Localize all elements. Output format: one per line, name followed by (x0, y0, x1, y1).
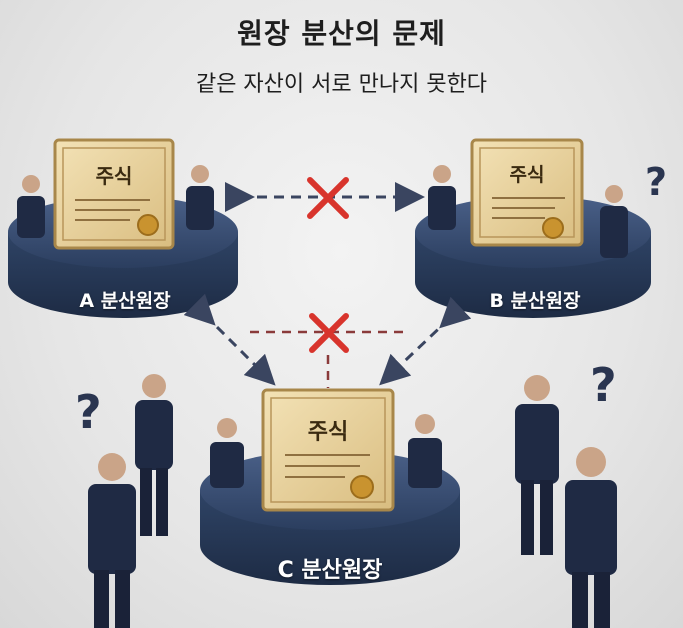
certificate-a (53, 138, 175, 250)
arrow-b-c (379, 296, 472, 386)
person-a-left (17, 175, 45, 238)
platform-b-label: B 분산원장 (489, 290, 581, 312)
page-subtitle: 같은 자산이 서로 만나지 못한다 (195, 72, 488, 97)
certificate-c-text: 주식 (307, 420, 349, 445)
person-a-right (186, 165, 214, 230)
arrow-a-c (183, 293, 276, 386)
certificate-b-text: 주식 (509, 164, 545, 186)
platform-c-label: C 분산원장 (277, 558, 383, 583)
red-x-icon (307, 177, 349, 219)
question-mark-icon: ? (645, 160, 668, 204)
person-b-right (600, 185, 628, 258)
person-c-left (210, 418, 244, 488)
person-standing-right-back (515, 375, 559, 555)
person-standing-right-front (565, 447, 617, 628)
platform-a-label: A 분산원장 (79, 290, 171, 312)
link-a-b-bottom (250, 330, 410, 388)
question-mark-icon: ? (590, 358, 617, 412)
question-mark-icon: ? (75, 385, 102, 439)
certificate-a-text: 주식 (95, 164, 133, 188)
certificate-c (261, 388, 395, 512)
red-x-icon (309, 313, 349, 353)
person-b-left (428, 165, 456, 230)
person-standing-left-front (88, 453, 136, 628)
person-standing-left-back (135, 374, 173, 536)
page-title: 원장 분산의 문제 (237, 17, 446, 50)
person-c-right (408, 414, 442, 488)
certificate-b (470, 138, 584, 247)
